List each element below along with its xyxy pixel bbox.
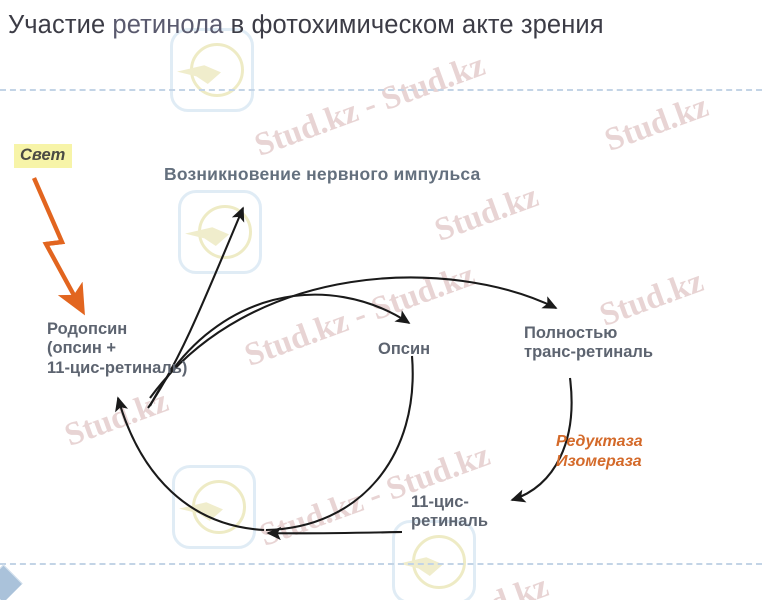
light-arrow-icon xyxy=(31,177,85,316)
bottom-left-marker xyxy=(0,564,23,600)
node-label-opsin: Опсин xyxy=(378,340,431,358)
node-label-enzymes: Редуктаза Изомераза xyxy=(556,433,643,470)
page-title-part-1: Участие xyxy=(8,11,113,39)
title-block: Участие ретинола в фотохимическом акте з… xyxy=(8,0,748,82)
node-label-11-cis-retinal: 11-цис- ретиналь xyxy=(411,493,489,531)
node-label-nerve-impulse: Возникновение нервного импульса xyxy=(164,164,481,184)
retinol-cycle-diagram: Свет Возникновение нервного импульса Род… xyxy=(0,96,762,562)
arrow-rodopsin-to-trans xyxy=(149,276,558,399)
watermark-text: Stud.kz xyxy=(440,568,553,600)
node-label-light: Свет xyxy=(14,144,73,169)
divider-top xyxy=(0,89,762,91)
arrow-cis-to-rodopsin xyxy=(266,526,403,541)
page-title: Участие ретинола в фотохимическом акте з… xyxy=(8,0,748,44)
arrow-return-to-rodopsin xyxy=(115,396,265,532)
arrow-trans-to-cis xyxy=(510,377,573,503)
arrow-opsin-down-arc xyxy=(265,355,414,532)
divider-bottom xyxy=(0,563,762,565)
node-label-rhodopsin: Родопсин (опсин + 11-цис-ретиналь) xyxy=(47,320,188,377)
diagram-arrows xyxy=(115,206,573,541)
arrow-rodopsin-to-opsin xyxy=(149,293,411,407)
page-title-part-2: в фотохимическом акте зрения xyxy=(223,11,604,39)
node-label-all-trans-retinal: Полностью транс-ретиналь xyxy=(524,324,654,362)
page-title-accent: ретинола xyxy=(112,11,224,39)
